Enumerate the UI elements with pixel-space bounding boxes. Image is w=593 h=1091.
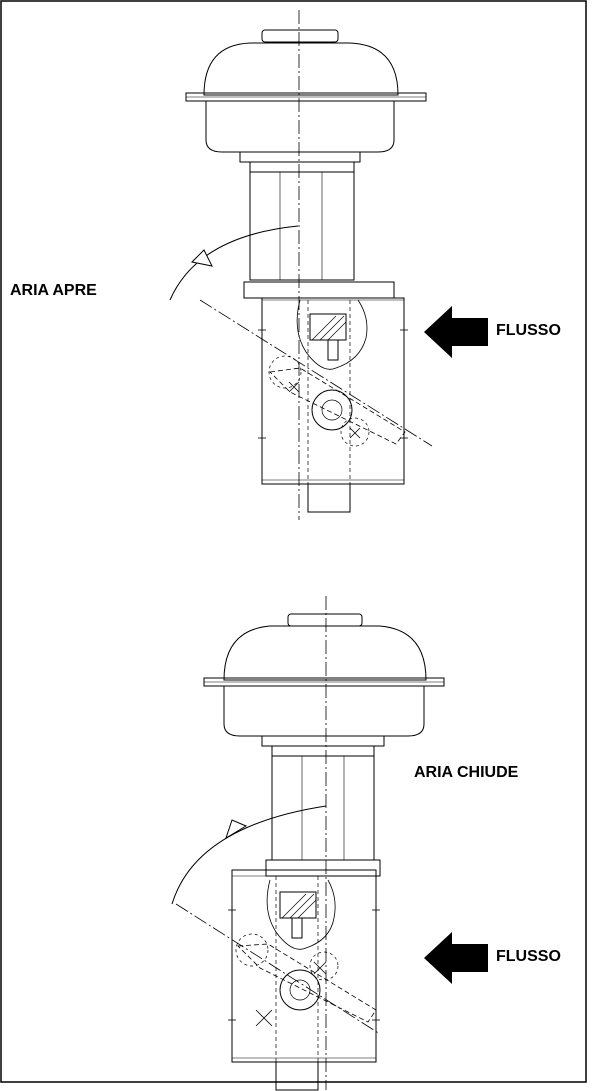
flow-arrow-icon	[424, 932, 488, 984]
top-diaphragm-dome	[203, 42, 399, 96]
rotation-arc	[169, 225, 299, 301]
bottom-flow-label: FLUSSO	[496, 948, 561, 965]
bottom-rotor-disc	[279, 969, 321, 1011]
top-actuator-cap	[261, 29, 339, 43]
top-mounting-bracket	[243, 281, 395, 299]
top-rotation-indicator	[169, 225, 299, 301]
bottom-neck-collar	[261, 735, 385, 747]
top-rotor-disc	[311, 389, 353, 431]
bottom-actuator-cap	[287, 613, 363, 627]
bottom-neck-ring	[271, 745, 375, 757]
bottom-yoke-column	[271, 755, 375, 861]
bottom-action-label: ARIA CHIUDE	[414, 764, 519, 781]
rotation-arc	[171, 805, 327, 905]
top-plug-stem	[327, 339, 339, 361]
top-valve-body	[261, 297, 405, 485]
bottom-plug-stem	[291, 917, 303, 939]
rotation-arrow-icon	[225, 819, 248, 840]
top-lever-arm	[269, 367, 406, 445]
bottom-lever-arm	[237, 943, 377, 1023]
bottom-valve-stem	[275, 1061, 319, 1091]
bottom-diaphragm-dome	[223, 625, 427, 681]
top-neck-ring	[249, 161, 355, 173]
top-flow-label: FLUSSO	[496, 322, 561, 339]
bottom-mounting-bracket	[265, 859, 381, 877]
flow-arrow-icon	[424, 306, 488, 358]
bottom-valve-assembly	[175, 596, 445, 1091]
top-neck-collar	[239, 151, 361, 163]
top-diaphragm-housing	[205, 101, 395, 153]
bottom-rotation-indicator	[171, 805, 327, 905]
top-action-label: ARIA APRE	[10, 282, 97, 299]
top-yoke-column	[249, 171, 355, 281]
rotation-arrow-icon	[190, 249, 213, 267]
top-valve-stem	[307, 483, 351, 513]
top-valve-assembly	[185, 10, 433, 520]
bottom-diaphragm-housing	[223, 686, 425, 737]
